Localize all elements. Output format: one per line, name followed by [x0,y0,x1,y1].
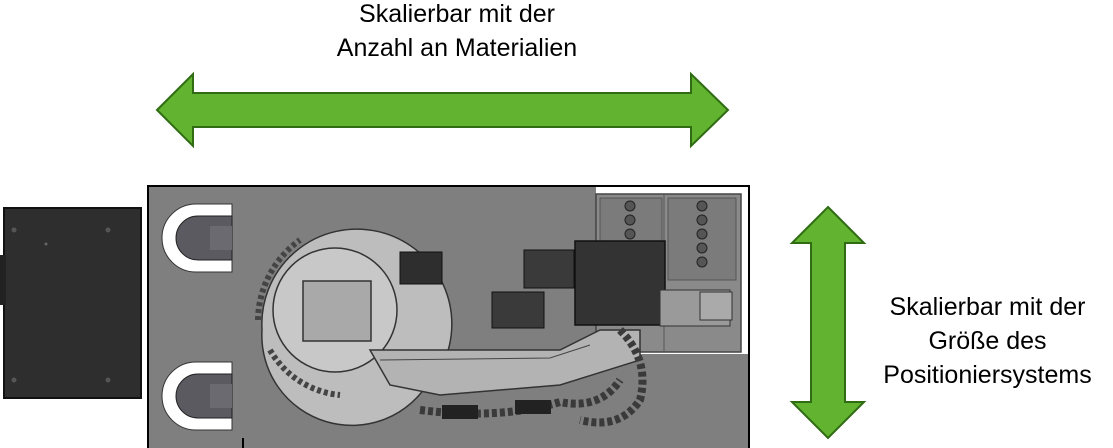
vertical-label-line-2: Größe des [928,327,1047,355]
horizontal-scaling-label: Skalierbar mit der Anzahl an Materialien [257,0,657,65]
vertical-label-line-3: Positioniersystems [883,361,1092,389]
horizontal-double-arrow [155,71,730,149]
holder-top [161,203,233,273]
vertical-scaling-label: Skalierbar mit der Größe des Positionier… [862,290,1113,392]
holder-bottom [161,361,233,431]
robot-arm [368,240,733,427]
horizontal-label-line-2: Anzahl an Materialien [336,34,578,62]
vertical-double-arrow [789,205,867,440]
horizontal-label-line-1: Skalierbar mit der [359,0,555,28]
vertical-label-line-1: Skalierbar mit der [889,293,1086,321]
control-cabinet [0,207,142,399]
